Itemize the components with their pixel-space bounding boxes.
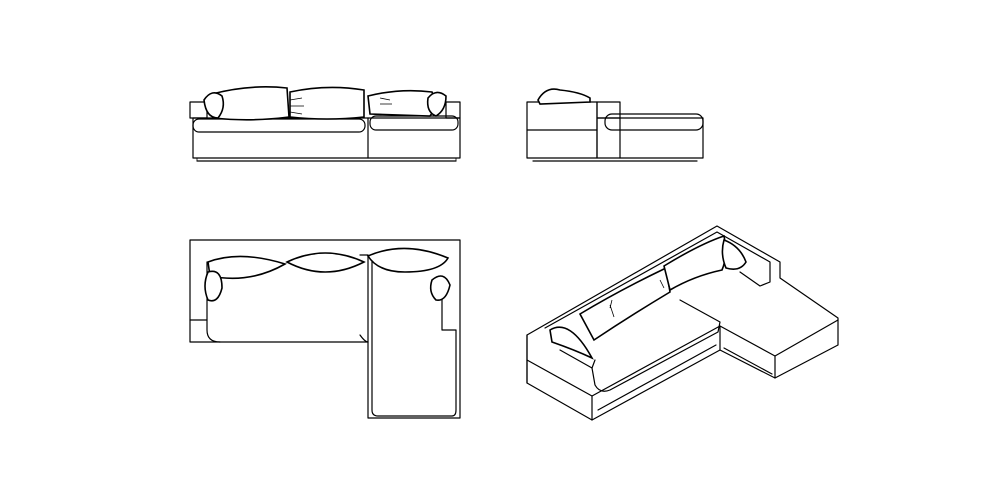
side-pillow <box>203 92 225 119</box>
seat-cushion <box>192 118 366 133</box>
pillow <box>285 252 366 273</box>
chaise-module <box>596 117 704 159</box>
side-elevation-view <box>526 88 704 162</box>
pillow <box>366 247 450 273</box>
isometric-view <box>526 225 839 421</box>
pillow <box>537 88 591 105</box>
pillow <box>578 266 671 342</box>
front-elevation-view <box>189 86 461 162</box>
back-pillow <box>289 86 365 120</box>
side-pillow <box>721 238 747 270</box>
back-pillow <box>367 89 436 117</box>
side-pillow <box>429 275 451 302</box>
sofa-outline <box>189 239 461 419</box>
sofa-base <box>192 117 461 159</box>
side-pillow <box>426 91 447 117</box>
right-arm <box>445 101 461 119</box>
top-plan-view <box>189 239 461 419</box>
pillow <box>207 255 287 280</box>
chaise-cushion <box>604 113 704 131</box>
sofa-outline <box>526 225 839 421</box>
pillow <box>549 326 594 360</box>
side-pillow <box>204 270 223 302</box>
